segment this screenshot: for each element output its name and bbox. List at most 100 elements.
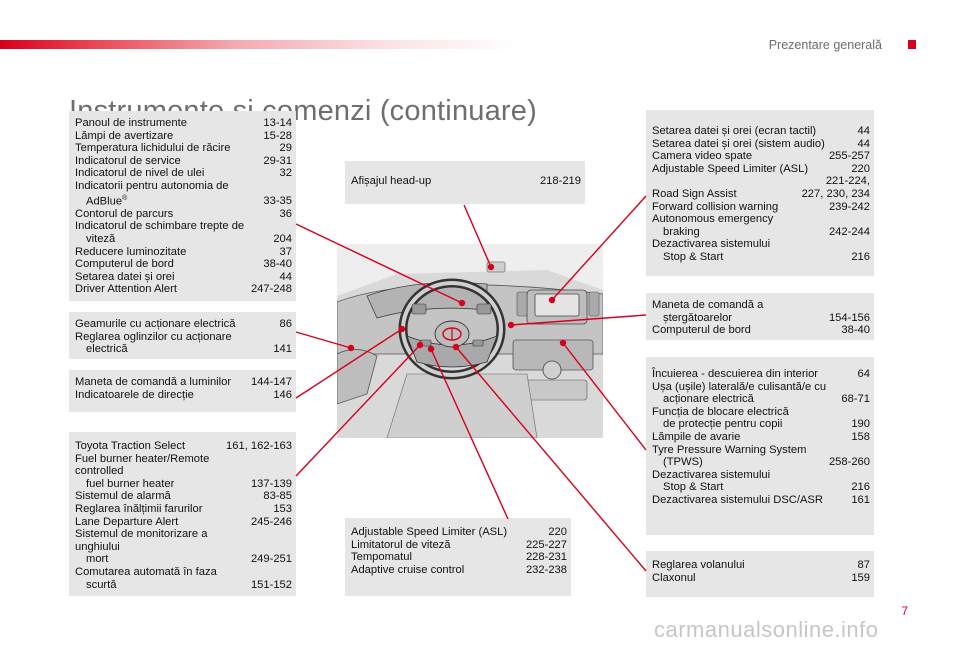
entry-pages: 255-257 [828,150,870,163]
entry-label: Geamurile cu acționare electrică [75,318,236,330]
reference-entry: Lămpi de avertizare 15-28 [75,130,292,143]
entry-label: Setarea datei și orei (sistem audio) [652,137,825,150]
entry-pages: 15-28 [263,129,292,142]
reference-entry: Contorul de parcurs 36 [75,208,292,221]
entry-label: Lămpi de avertizare [75,129,174,142]
entry-pages: 83-85 [263,490,292,503]
reference-entry: Lămpile de avarie 158 [652,431,870,444]
entry-label: Toyota Traction Select [75,440,186,452]
entry-pages: 64 [857,368,870,380]
entry-label: Claxonul [652,571,696,584]
entry-label: Lămpile de avarie [652,430,741,443]
entry-pages: 158 [851,430,870,443]
entry-pages: 146 [273,388,292,401]
entry-pages: 232-238 [525,563,567,576]
section-title: Prezentare generală [768,38,882,52]
entry-pages: 29 [279,142,292,155]
entry-pages: 151-152 [250,578,292,591]
entry-label: Reducere luminozitate [75,245,187,258]
entry-label: Panoul de instrumente [75,117,187,129]
entry-pages: 221-224, 227, 230, 234 [801,175,870,200]
entry-pages: 68-71 [841,393,870,406]
reference-entry: Setarea datei și orei (sistem audio) 44 [652,138,870,151]
entry-pages: 216 [851,481,870,494]
entry-pages: 161, 162-163 [226,440,292,452]
entry-pages: 144-147 [250,376,292,388]
entry-pages: 225-227 [525,538,567,551]
reference-entry: Toyota Traction Select 161, 162-163 [75,440,292,453]
entry-label: Reglarea volanului [652,559,745,571]
entry-pages: 137-139 [250,477,292,490]
entry-label: Camera video spate [652,150,753,163]
entry-pages: 190 [851,418,870,431]
entry-label: Temperatura lichidului de răcire [75,142,231,155]
reference-entry: Adjustable Speed Limiter (ASL)220 [351,526,567,539]
entry-label: Lane Departure Alert [75,515,179,528]
entry-pages: 245-246 [250,515,292,528]
entry-pages: 228-231 [525,551,567,564]
entry-pages: 249-251 [250,553,292,566]
entry-pages: 220 [851,162,870,175]
entry-label: Indicatorul de nivel de ulei [75,167,205,180]
entry-pages: 161 [851,493,870,506]
entry-pages: 38-40 [841,324,870,337]
entry-label: Dezactivarea sistemului DSC/ASR [652,493,823,506]
entry-label: Reglarea înălțimii farurilor [75,502,203,515]
reference-entry: Forward collision warning 239-242 [652,201,870,214]
entry-label: Tyre Pressure Warning System(TPWS) [652,443,807,469]
reference-entry: Maneta de comandă a luminilor 144-147 [75,376,292,389]
entry-label: Forward collision warning [652,200,779,213]
entry-pages: 38-40 [263,258,292,271]
entry-label: Adjustable Speed Limiter (ASL) [652,162,809,175]
entry-pages: 218-219 [539,175,581,187]
entry-label: Indicatorul de service [75,154,181,167]
entry-pages: 44 [857,125,870,137]
entry-pages: 239-242 [828,200,870,213]
reference-entry: Temperatura lichidului de răcire 29 [75,142,292,155]
reference-entry: Tyre Pressure Warning System(TPWS)258-26… [652,444,870,469]
entry-label: Maneta de comandă a luminilor [75,376,232,388]
entry-pages: 44 [857,137,870,150]
entry-pages: 141 [273,343,292,356]
entry-pages: 37 [279,245,292,258]
entry-pages: 204 [273,233,292,246]
entry-pages: 36 [279,207,292,220]
entry-pages: 220 [548,526,567,538]
entry-label: Contorul de parcurs [75,207,174,220]
entry-pages: 159 [851,571,870,584]
entry-label: Driver Attention Alert [75,283,177,296]
